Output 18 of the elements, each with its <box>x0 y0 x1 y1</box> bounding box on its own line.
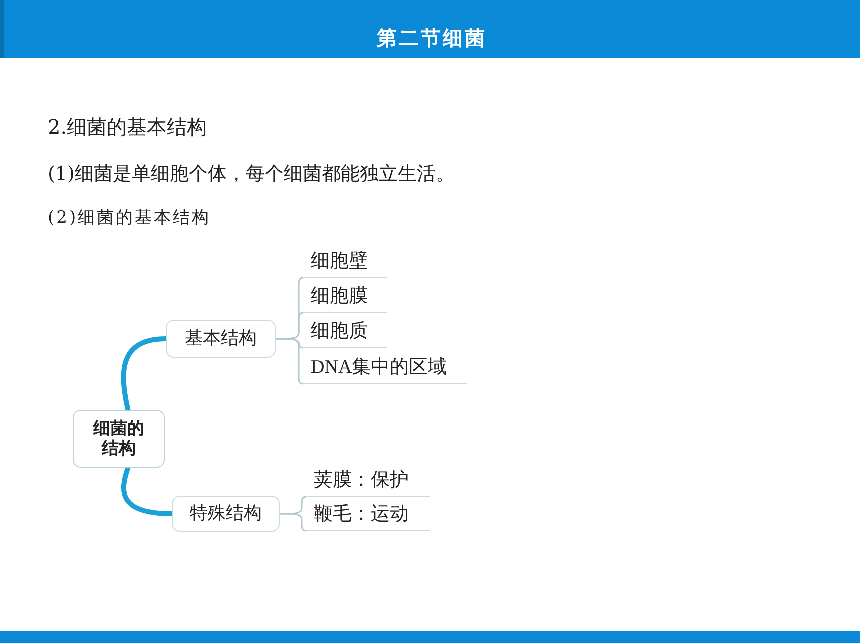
underlined-topic: 荚膜：保护 <box>306 468 430 497</box>
underlined-topic: DNA集中的区域 <box>303 352 467 384</box>
page-title: 第二节细菌 <box>377 24 487 52</box>
underlined-topic: 细胞质 <box>303 315 387 348</box>
branch-curve <box>121 336 168 412</box>
underlined-topic: 鞭毛：运动 <box>306 499 430 531</box>
connector-line <box>279 496 307 515</box>
underlined-topic: 细胞壁 <box>303 248 387 278</box>
text-line: 2.细菌的基本结构 <box>48 114 208 141</box>
topic-box: 特殊结构 <box>172 496 280 532</box>
text-line: (1)细菌是单细胞个体，每个细菌都能独立生活。 <box>48 162 455 187</box>
text-line: (2)细菌的基本结构 <box>48 207 212 229</box>
topic-box: 基本结构 <box>166 320 276 358</box>
connector-line <box>275 338 304 385</box>
connector-line <box>279 513 307 532</box>
branch-curve <box>122 466 174 516</box>
central-topic-box: 细菌的结构 <box>73 410 165 468</box>
underlined-topic: 细胞膜 <box>303 280 387 313</box>
